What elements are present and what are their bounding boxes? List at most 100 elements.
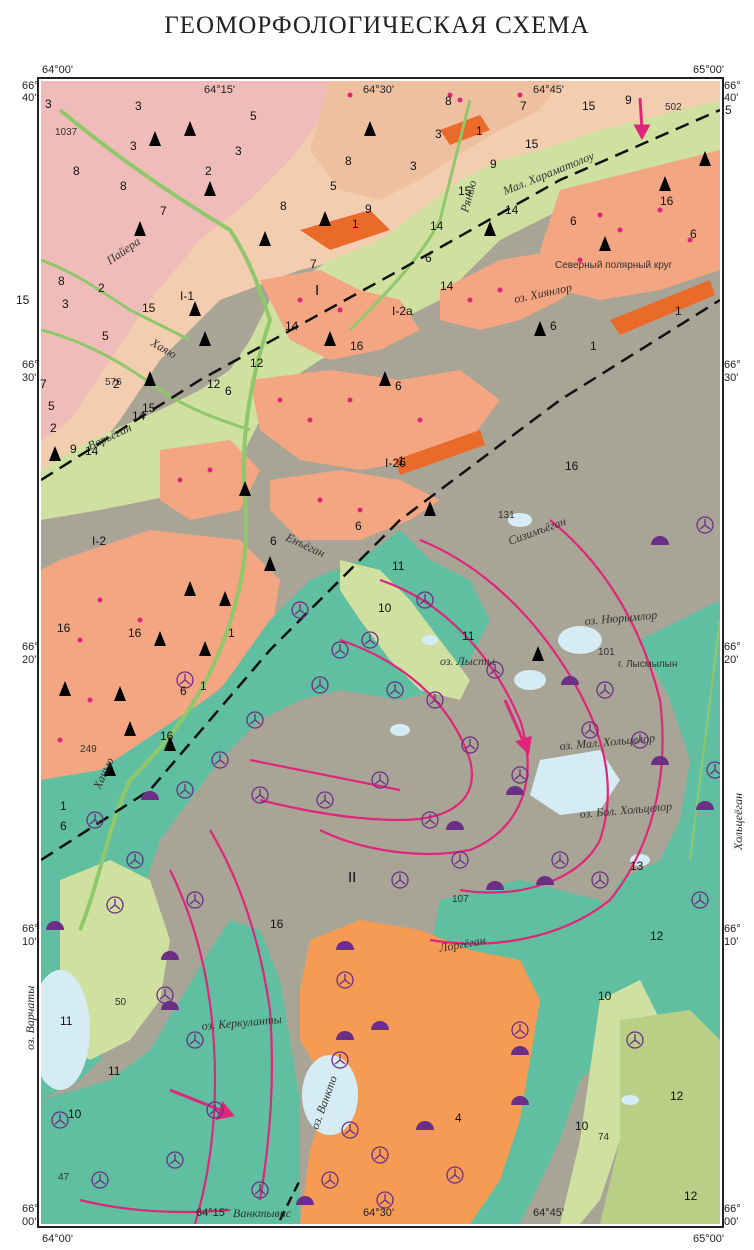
coord-labels: 64°00' 64°15' 64°30' 64°45' 65°00' 64°00…	[22, 64, 741, 1245]
unit-11d: 11	[60, 1014, 73, 1028]
arrow-ne-head	[633, 124, 651, 141]
ring-arc-3	[259, 638, 473, 822]
unit-10a: 10	[598, 989, 612, 1003]
ridge-3	[610, 280, 715, 335]
coord-right-2-deg: 66°	[724, 359, 741, 371]
unit-16g: 16	[350, 339, 364, 353]
unit-15d: 15	[142, 401, 156, 415]
river-main	[58, 108, 273, 931]
dot	[417, 417, 423, 423]
unit-6i: 6	[425, 251, 432, 265]
dot	[657, 207, 663, 213]
coord-left-1-deg: 66°	[22, 80, 39, 92]
coord-left-4-deg: 66°	[22, 923, 39, 935]
coord-bottom-5: 65°00'	[693, 1233, 724, 1245]
coord-top-4: 64°45'	[533, 84, 564, 96]
zone-I: I	[315, 282, 319, 299]
coord-left-5-deg: 66°	[22, 1203, 39, 1215]
unit-12a: 12	[650, 929, 664, 943]
unit-6d: 6	[60, 819, 67, 833]
unit-3c: 3	[130, 139, 137, 153]
dot	[97, 597, 103, 603]
unit-2a: 2	[98, 281, 105, 295]
unit-10b: 10	[575, 1119, 589, 1133]
mountain-pink-zone	[41, 81, 330, 440]
unit-1c: 1	[352, 217, 359, 231]
unit-10c: 10	[378, 601, 392, 615]
unit-3a: 3	[45, 97, 52, 111]
dot	[357, 507, 363, 513]
coord-bottom-4: 64°45'	[533, 1207, 564, 1219]
coord-left-1-min: 40'	[22, 92, 36, 104]
coord-bottom-3: 64°30'	[363, 1207, 394, 1219]
lake-varchaty	[41, 970, 90, 1090]
dot	[347, 397, 353, 403]
unit-16e: 16	[660, 194, 674, 208]
teal-lowland-sw	[41, 920, 300, 1224]
unit-13: 13	[630, 859, 644, 873]
arrow-center-head	[515, 735, 532, 756]
coord-top-3: 64°30'	[363, 84, 394, 96]
coord-right-3-min: 20'	[724, 654, 738, 666]
label-oz-nyurymlor: оз. Нюрымлор	[584, 608, 658, 628]
elevation-131: 131	[498, 510, 515, 521]
zone-labels: I I-1 I-2 I-2а I-2б II	[92, 282, 413, 886]
unit-14a: 14	[430, 219, 444, 233]
coord-top-5: 65°00'	[693, 64, 724, 76]
unit-8a: 8	[73, 164, 80, 178]
zone-I-2: I-2	[92, 534, 106, 548]
ridge-1	[300, 210, 390, 250]
unit-12b: 12	[670, 1089, 684, 1103]
lake-small-5	[621, 1095, 639, 1105]
elevation-101: 101	[598, 647, 615, 658]
unit-2d: 2	[50, 421, 57, 435]
zone-I-2a: I-2а	[392, 304, 413, 318]
unit-15e: 15	[582, 99, 596, 113]
dot	[177, 477, 183, 483]
unit-6h: 6	[395, 379, 402, 393]
unit-1h: 1	[60, 799, 67, 813]
unit-15a: 15	[458, 184, 472, 198]
coord-right-5-deg: 66°	[724, 1203, 741, 1215]
unit-1e: 1	[398, 454, 405, 468]
unit-6e: 6	[550, 319, 557, 333]
unit-6g: 6	[690, 227, 697, 241]
unit-1a: 1	[675, 304, 682, 318]
unit-12a: 12	[207, 377, 221, 391]
elevation-47: 47	[58, 1172, 70, 1183]
lake-lysty	[514, 670, 546, 690]
unit-11b: 11	[392, 559, 405, 573]
dot	[137, 617, 143, 623]
coord-right-2-min: 30'	[724, 372, 738, 384]
unit-16a: 16	[565, 459, 579, 473]
unit-7c: 7	[40, 377, 47, 391]
unit-6f: 6	[570, 214, 577, 228]
unit-5a: 5	[102, 329, 109, 343]
elevation-1037: 1037	[55, 127, 78, 138]
label-oz-varchaty: оз. Варчаты	[23, 986, 37, 1050]
unit-8d: 8	[445, 94, 452, 108]
ring-arc-2	[319, 578, 529, 855]
label-oz-kerkulanty: оз. Керкуланты	[201, 1012, 282, 1033]
ring-arc-6	[209, 829, 274, 1201]
unit-15-margin: 15	[16, 293, 30, 307]
dot	[497, 287, 503, 293]
unit-6a: 6	[180, 684, 187, 698]
unit-4: 4	[455, 1111, 462, 1125]
lake-small-1	[390, 724, 410, 736]
mountain-tan-zone	[310, 81, 560, 200]
unit-2c: 2	[113, 377, 120, 391]
valley-10	[340, 560, 470, 700]
coord-right-1-deg: 66°	[724, 80, 741, 92]
hill-center	[260, 270, 420, 360]
coord-bottom-1: 64°00'	[42, 1233, 73, 1245]
unit-16d: 16	[128, 626, 142, 640]
unit-3g: 3	[410, 159, 417, 173]
dot	[77, 637, 83, 643]
hill-ne2	[440, 250, 600, 330]
coord-left-4-min: 10'	[22, 936, 36, 948]
unit-12b: 12	[250, 356, 264, 370]
unit-7d: 7	[520, 99, 527, 113]
unit-14f: 14	[440, 279, 454, 293]
